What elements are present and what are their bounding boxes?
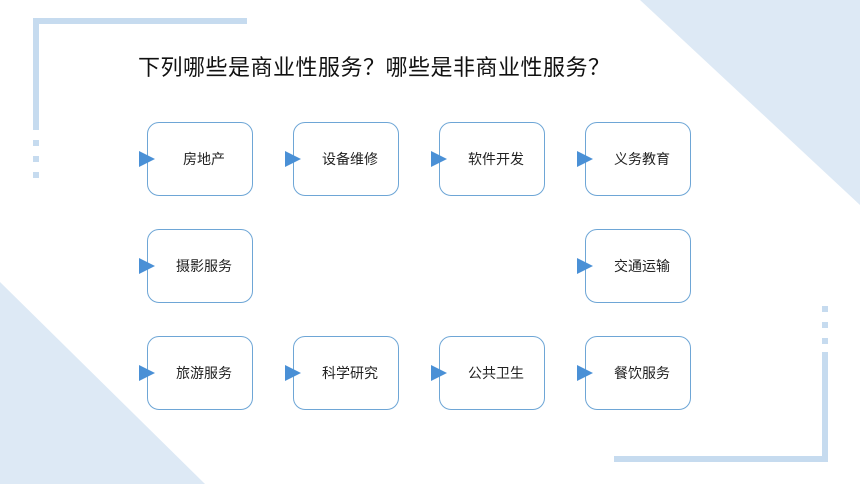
play-arrow-icon bbox=[577, 151, 593, 167]
bottom-right-dot bbox=[822, 338, 828, 344]
item-label: 房地产 bbox=[183, 152, 225, 168]
play-arrow-icon bbox=[139, 258, 155, 274]
item-card[interactable]: 软件开发 bbox=[431, 122, 545, 196]
item-card[interactable]: 公共卫生 bbox=[431, 336, 545, 410]
item-card[interactable]: 房地产 bbox=[139, 122, 253, 196]
top-left-bracket-horizontal bbox=[33, 18, 247, 24]
bottom-right-dot bbox=[822, 306, 828, 312]
item-card[interactable]: 餐饮服务 bbox=[577, 336, 691, 410]
item-card[interactable]: 交通运输 bbox=[577, 229, 691, 303]
item-label: 交通运输 bbox=[614, 259, 670, 275]
bottom-right-bracket-horizontal bbox=[614, 456, 828, 462]
bottom-left-triangle bbox=[0, 282, 205, 484]
item-card[interactable]: 科学研究 bbox=[285, 336, 399, 410]
top-left-dot bbox=[33, 156, 39, 162]
item-label: 摄影服务 bbox=[176, 259, 232, 275]
item-card[interactable]: 义务教育 bbox=[577, 122, 691, 196]
top-left-dot bbox=[33, 140, 39, 146]
play-arrow-icon bbox=[139, 151, 155, 167]
bottom-right-bracket-vertical bbox=[822, 352, 828, 462]
top-right-triangle bbox=[640, 0, 860, 205]
play-arrow-icon bbox=[577, 365, 593, 381]
item-label: 餐饮服务 bbox=[614, 366, 670, 382]
item-label: 义务教育 bbox=[614, 152, 670, 168]
play-arrow-icon bbox=[285, 151, 301, 167]
item-label: 软件开发 bbox=[468, 152, 524, 168]
play-arrow-icon bbox=[577, 258, 593, 274]
item-label: 设备维修 bbox=[322, 152, 378, 168]
item-label: 旅游服务 bbox=[176, 366, 232, 382]
top-left-bracket-vertical bbox=[33, 18, 39, 130]
play-arrow-icon bbox=[285, 365, 301, 381]
bottom-right-dot bbox=[822, 322, 828, 328]
item-card[interactable]: 摄影服务 bbox=[139, 229, 253, 303]
play-arrow-icon bbox=[431, 365, 447, 381]
play-arrow-icon bbox=[139, 365, 155, 381]
item-label: 科学研究 bbox=[322, 366, 378, 382]
item-card[interactable]: 设备维修 bbox=[285, 122, 399, 196]
top-left-dot bbox=[33, 172, 39, 178]
item-card[interactable]: 旅游服务 bbox=[139, 336, 253, 410]
play-arrow-icon bbox=[431, 151, 447, 167]
page-title: 下列哪些是商业性服务？哪些是非商业性服务？ bbox=[138, 56, 611, 81]
item-label: 公共卫生 bbox=[468, 366, 524, 382]
